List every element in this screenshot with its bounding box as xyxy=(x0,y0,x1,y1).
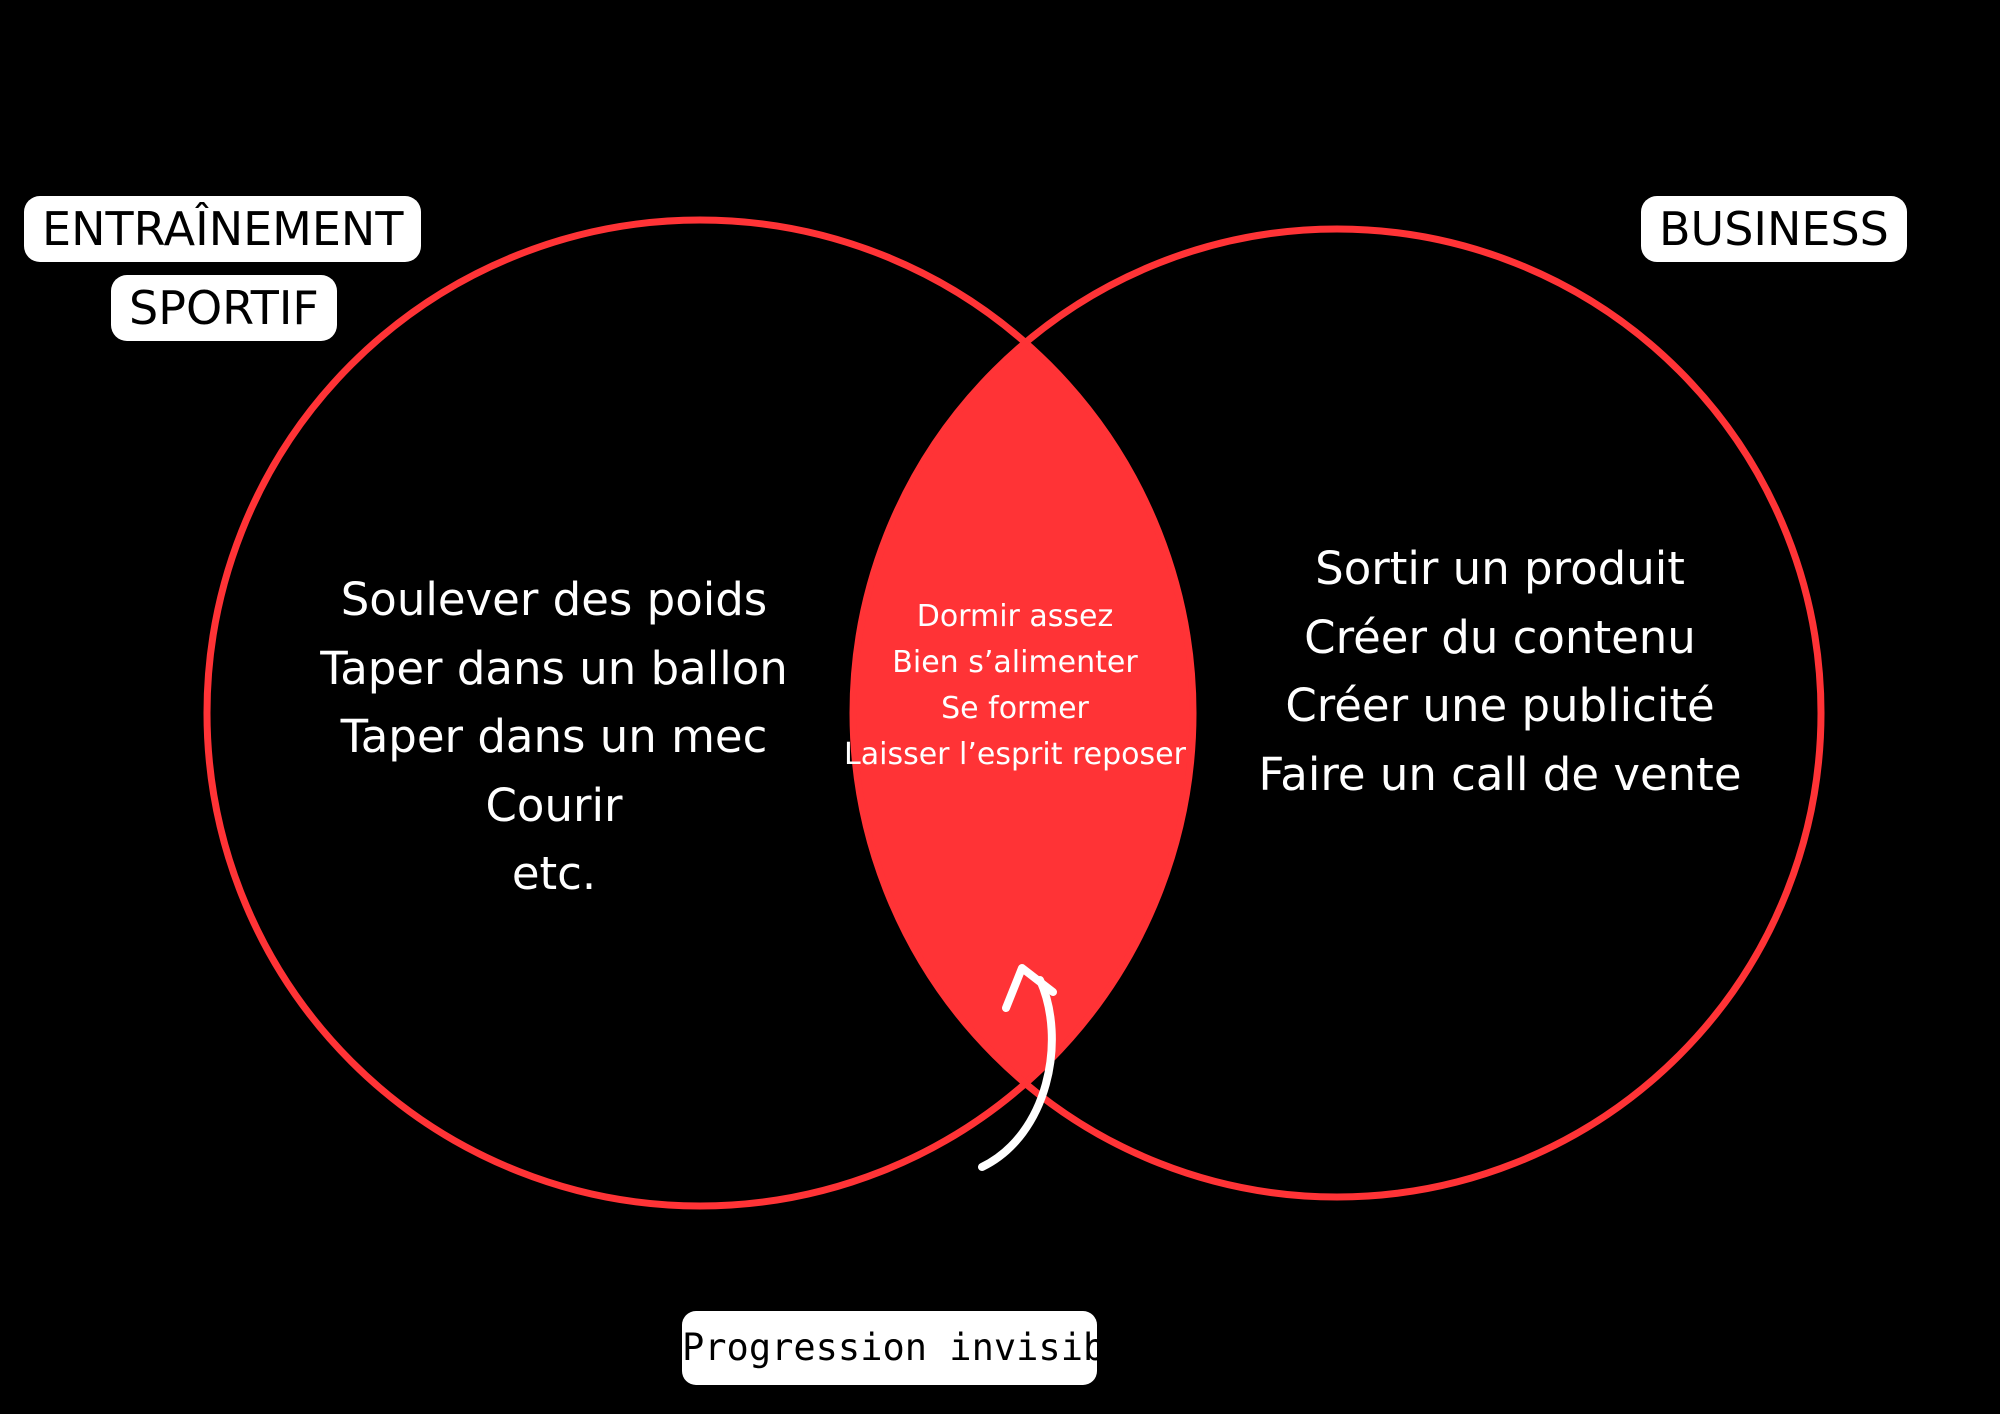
curved-arrow-up-icon xyxy=(978,964,1057,1171)
left-item: Courir xyxy=(485,778,623,832)
intersection-item: Se former xyxy=(941,691,1089,726)
intersection-items: Dormir assez Bien s’alimenter Se former … xyxy=(820,594,1210,778)
left-item: Taper dans un ballon xyxy=(320,641,788,695)
circle-right xyxy=(849,225,1825,1201)
right-item: Créer une publicité xyxy=(1285,679,1715,732)
circle-left xyxy=(203,216,1197,1210)
right-set-title: BUSINESS xyxy=(1641,196,1907,262)
left-set-items: Soulever des poids Taper dans un ballon … xyxy=(254,566,854,909)
right-item: Créer du contenu xyxy=(1304,610,1696,664)
left-set-title-line1: ENTRAÎNEMENT xyxy=(24,196,422,262)
right-item: Faire un call de vente xyxy=(1258,747,1742,801)
right-item: Sortir un produit xyxy=(1315,542,1685,595)
left-item: Soulever des poids xyxy=(340,573,768,626)
left-item: Taper dans un mec xyxy=(340,710,768,763)
intersection-item: Dormir assez xyxy=(916,599,1114,634)
left-set-title-line2: SPORTIF xyxy=(111,275,337,341)
intersection-item: Bien s’alimenter xyxy=(892,645,1138,680)
right-set-items: Sortir un produit Créer du contenu Créer… xyxy=(1200,535,1800,809)
left-item: etc. xyxy=(511,847,597,900)
intersection-item: Laisser l’esprit reposer xyxy=(844,737,1186,772)
caption-label: Progression invisible xyxy=(682,1311,1150,1385)
intersection-fill xyxy=(853,229,1193,1197)
